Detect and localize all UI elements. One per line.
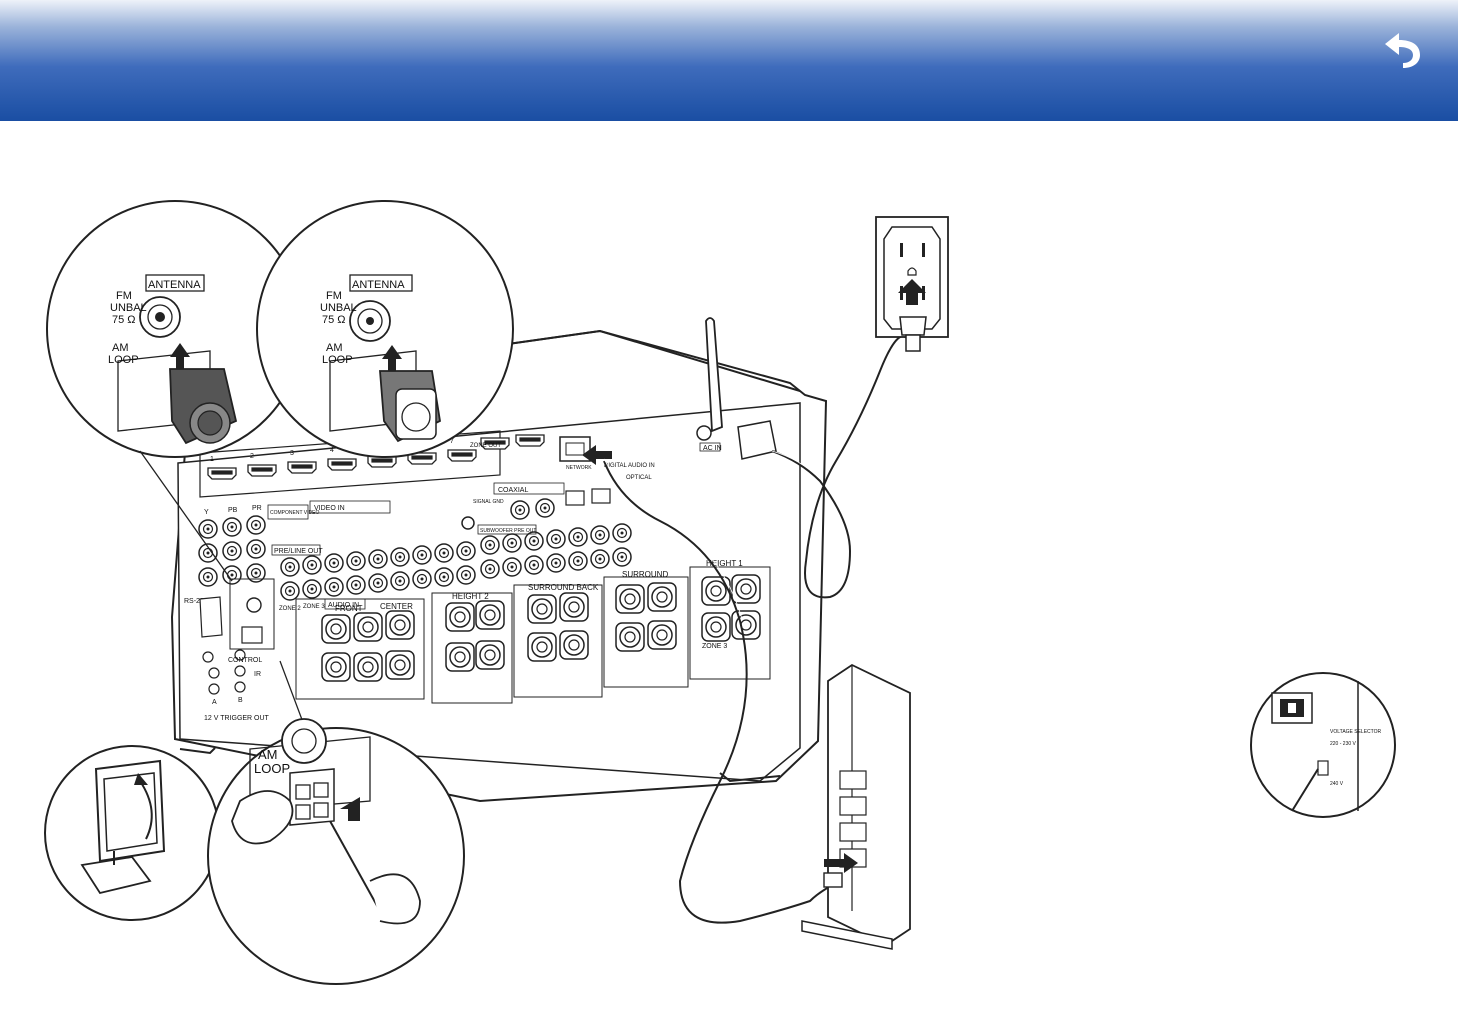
voltage-selector-circle [1250,672,1396,818]
am-loop-terminal-circle [207,718,465,985]
power-cord [771,335,911,599]
back-button[interactable] [1382,22,1434,68]
hdmi-label-1: 1 [210,456,214,463]
router-arrow-icon [824,853,858,873]
fm-antenna-jack [246,597,262,613]
fm-label-2: FM [326,290,342,302]
wifi-antenna-base [696,425,712,441]
audio-in-label: AUDIO IN [328,602,359,609]
ohm-label-1: 75 Ω [112,314,136,326]
am-label-2: AM [326,342,343,354]
trigger-b-label: B [238,697,243,704]
hdmi-label-3: 3 [290,450,294,457]
rs232c-label: RS-232C [184,598,213,605]
voltage-range-label: 220 - 230 V [1330,741,1357,747]
connection-illustration: 1 2 3 4 5 6 7 Y PB PR COMPONENT VIDEO VI… [44,200,1396,985]
signal-gnd-terminal [461,516,475,530]
rca-label-pr: PR [252,505,262,512]
ohm-label-2: 75 Ω [322,314,346,326]
video-in-label: VIDEO IN [314,505,345,512]
subwoofer-pre-out-label: SUBWOOFER PRE OUT [480,528,536,534]
component-video-label: COMPONENT VIDEO [270,510,319,516]
voltage-selector-label: VOLTAGE SELECTOR [1330,729,1382,735]
fm-arrow-icon [170,343,190,369]
zone2-label: ZONE 2 [279,606,301,612]
fm-antenna-detail-circle-1 [46,200,304,458]
fm-label-1: FM [116,290,132,302]
antenna-label-1: ANTENNA [148,279,201,291]
network-arrow-icon [582,445,612,465]
lan-cable [603,460,841,924]
am-loop-terminal [241,626,263,644]
outlet-arrow-icon [898,279,926,305]
surround-label: SURROUND [622,570,668,579]
rs232c-port [199,596,223,638]
header-bar [0,0,1458,121]
voltage-switch [1317,760,1329,776]
height2-label: HEIGHT 2 [452,592,489,601]
signal-gnd-label: SIGNAL GND [473,499,504,505]
return-arrow-icon [1385,28,1420,68]
hdmi-label-2: 2 [250,453,254,460]
surround-back-label: SURROUND BACK [528,583,599,592]
trigger-out-label: 12 V TRIGGER OUT [204,715,270,722]
pre-line-out-label: PRE/LINE OUT [274,548,323,555]
antenna-label-2: ANTENNA [352,279,405,291]
router [801,663,911,950]
loop-label-1: LOOP [108,354,139,366]
optical-jack-2 [591,488,611,504]
hdmi-label-4: 4 [330,447,334,454]
am-arrow-icon [340,797,360,821]
control-label: CONTROL [228,657,262,664]
loop-label-2: LOOP [322,354,353,366]
wall-outlet [875,216,949,352]
ac-in-label: AC IN [703,445,722,452]
unbal-label-2: UNBAL [320,302,357,314]
loop-label-3: LOOP [254,761,290,776]
front-label: FRONT [335,604,363,613]
optical-jack-1 [565,490,585,506]
power-plug [899,316,927,336]
am-label-1: AM [112,342,129,354]
fm-antenna-detail-circle-2 [256,200,514,458]
trigger-a-label: A [212,699,217,706]
ir-label: IR [254,671,261,678]
push-arrow-icon [382,345,402,371]
ac-inlet [737,420,777,460]
unbal-label-1: UNBAL [110,302,147,314]
rca-label-y: Y [204,509,209,516]
rca-label-pb: PB [228,507,238,514]
speaker-terminals [295,566,771,704]
am-label-3: AM [258,747,278,762]
center-label: CENTER [380,602,413,611]
digital-audio-in-label: DIGITAL AUDIO IN [604,463,655,469]
zone3-bottom-label: ZONE 3 [702,643,727,650]
voltage-alt-label: 240 V [1330,781,1344,787]
height1-label: HEIGHT 1 [706,559,743,568]
component-video-jacks [198,515,266,587]
am-loop-antenna-circle [44,745,220,921]
zone-out-label: ZONE OUT [470,443,501,449]
zone3-label: ZONE 3 [303,604,325,610]
wireless-antenna [705,317,723,433]
network-label: NETWORK [566,465,592,471]
coaxial-label: COAXIAL [498,487,528,494]
hdmi-label-7: 7 [450,438,454,445]
optical-label: OPTICAL [626,475,652,481]
